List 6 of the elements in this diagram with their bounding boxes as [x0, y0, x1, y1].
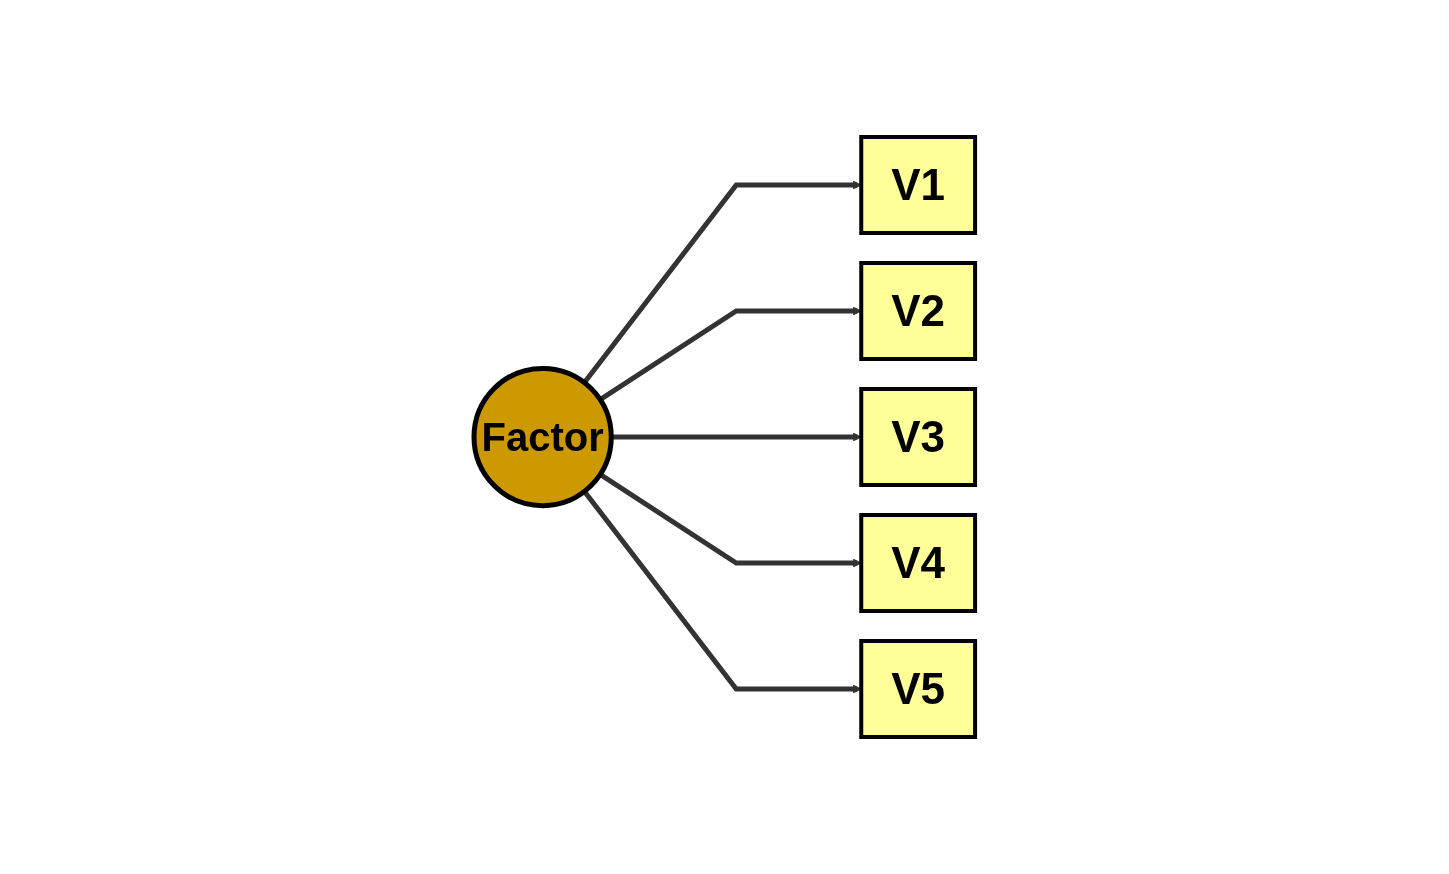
node-box: V5: [859, 639, 978, 739]
node-box: V2: [859, 261, 978, 361]
node-circle: Factor: [471, 365, 614, 509]
node-box: V4: [859, 513, 978, 613]
node-box: V1: [859, 135, 978, 235]
node-box: V3: [859, 387, 978, 487]
